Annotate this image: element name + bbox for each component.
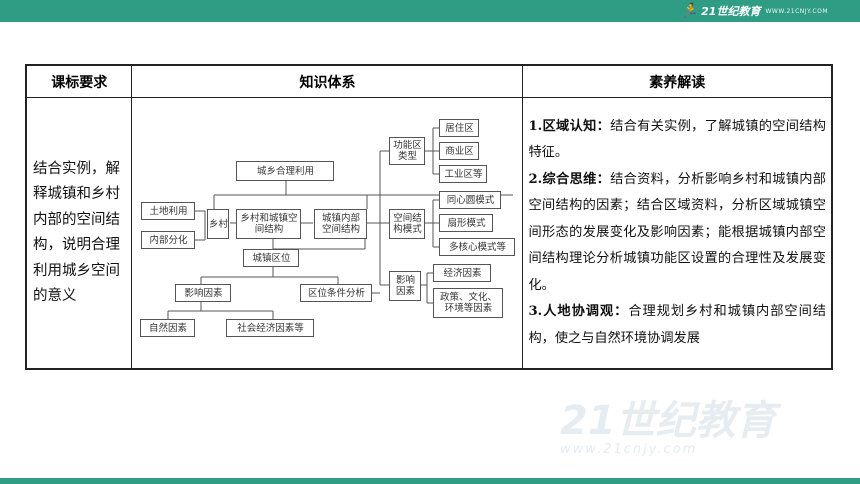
node-urban-structure: 城镇内部空间结构: [314, 209, 368, 239]
brand-logo: 🏃 21世纪教育 WWW.21CNJY.COM: [681, 2, 828, 20]
watermark-url: www.21cnjy.com: [560, 442, 698, 457]
node-commercial: 商业区: [439, 142, 480, 160]
watermark: 21世纪教育 www.21cnjy.com: [560, 388, 776, 457]
runner-icon: 🏃: [680, 3, 699, 19]
node-natural: 自然因素: [140, 319, 196, 337]
interp-item-1: 1.区域认知：结合有关实例，了解城镇的空间结构特征。: [528, 114, 826, 167]
node-concentric: 同心圆模式: [439, 191, 502, 209]
node-industrial: 工业区等: [439, 165, 488, 183]
node-internal: 内部分化: [141, 231, 196, 249]
node-func-types: 功能区类型: [389, 137, 426, 165]
watermark-text: 21世纪教育: [560, 398, 776, 444]
interp-item-3: 3.人地协调观：合理规划乡村和城镇内部空间结构，使之与自然环境协调发展: [528, 299, 826, 352]
node-multi: 多核心模式等: [439, 238, 516, 256]
table-header-row: 课标要求 知识体系 素养解读: [25, 64, 833, 98]
node-sector: 扇形模式: [439, 214, 494, 232]
knowledge-cell: 城乡合理利用 土地利用 内部分化 乡村 乡村和城镇空间结构 城镇内部空间结构 城…: [131, 97, 524, 370]
standards-table: 课标要求 知识体系 素养解读 结合实例，解释城镇和乡村内部的空间结构，说明合理利…: [25, 64, 833, 370]
table-row: 结合实例，解释城镇和乡村内部的空间结构，说明合理利用城乡空间的意义: [25, 97, 833, 370]
requirement-cell: 结合实例，解释城镇和乡村内部的空间结构，说明合理利用城乡空间的意义: [25, 97, 133, 370]
header-knowledge: 知识体系: [131, 64, 524, 98]
node-factors: 影响因素: [175, 284, 232, 302]
interp-label-1: 1.区域认知：: [528, 118, 611, 134]
logo-text: 21世纪教育: [701, 5, 761, 18]
node-policy: 政策、文化、环境等因素: [433, 288, 504, 318]
node-influence: 影响因素: [389, 271, 422, 301]
node-location: 城镇区位: [243, 249, 300, 267]
node-economic: 经济因素: [433, 264, 492, 282]
interp-body-2: 结合资料，分析影响乡村和城镇内部空间结构的因素；结合区域资料，分析区域城镇空间形…: [528, 171, 826, 293]
header-requirement: 课标要求: [25, 64, 133, 98]
interp-body-3: 合理规划乡村和城镇内部空间结构，使之与自然环境协调发展: [528, 304, 826, 346]
logo-url: WWW.21CNJY.COM: [765, 7, 828, 15]
header-interpretation: 素养解读: [522, 64, 833, 98]
interp-body-1: 结合有关实例，了解城镇的空间结构特征。: [528, 118, 826, 161]
interpretation-text: 1.区域认知：结合有关实例，了解城镇的空间结构特征。 2.综合思维：结合资料，分…: [524, 114, 830, 353]
footer-bar: [0, 478, 860, 484]
node-residential: 居住区: [439, 119, 480, 137]
node-socio: 社会经济因素等: [226, 319, 315, 337]
node-models: 空间结构模式: [389, 209, 426, 239]
interpretation-cell: 1.区域认知：结合有关实例，了解城镇的空间结构特征。 2.综合思维：结合资料，分…: [522, 97, 833, 370]
header-bar: 🏃 21世纪教育 WWW.21CNJY.COM: [0, 0, 860, 22]
node-analysis: 区位条件分析: [300, 284, 373, 302]
interp-label-3: 3.人地协调观：: [528, 304, 629, 320]
node-rural: 乡村: [207, 209, 230, 239]
requirement-text: 结合实例，解释城镇和乡村内部的空间结构，说明合理利用城乡空间的意义: [33, 160, 120, 305]
interp-label-2: 2.综合思维：: [528, 171, 611, 187]
node-structure: 乡村和城镇空间结构: [236, 209, 302, 239]
knowledge-diagram: 城乡合理利用 土地利用 内部分化 乡村 乡村和城镇空间结构 城镇内部空间结构 城…: [133, 99, 521, 367]
node-root: 城乡合理利用: [236, 161, 335, 181]
interp-item-2: 2.综合思维：结合资料，分析影响乡村和城镇内部空间结构的因素；结合区域资料，分析…: [528, 167, 826, 300]
node-land-use: 土地利用: [141, 202, 196, 220]
